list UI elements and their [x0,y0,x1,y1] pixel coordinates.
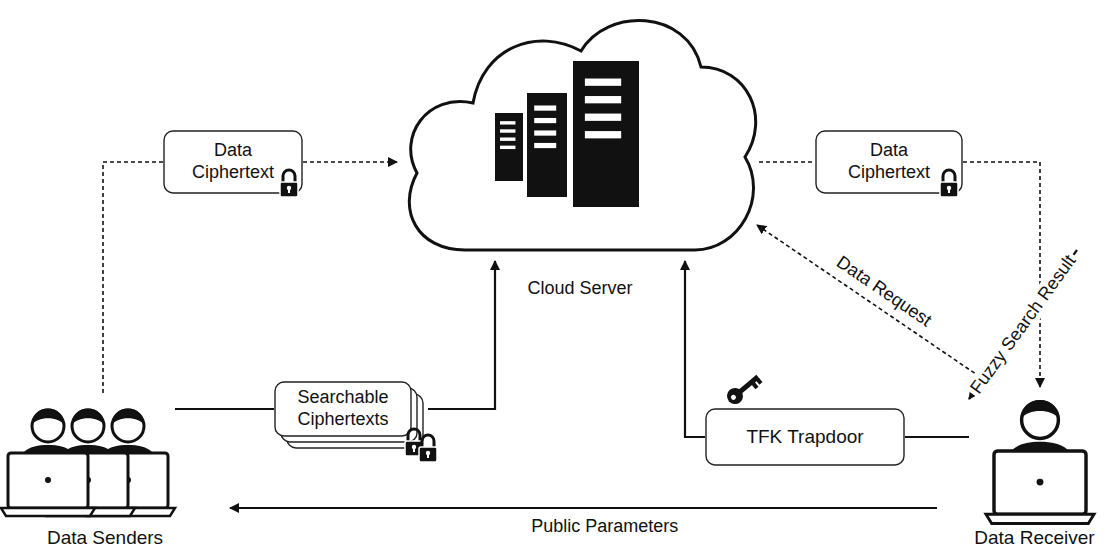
node-text: Cloud Server [527,278,632,300]
ciphertext-box: Data Ciphertext [163,130,303,194]
edge-label: Public Parameters [528,516,681,537]
node-text: Searchable Ciphertexts [284,387,402,430]
edge-label: Data Request [830,250,938,332]
trapdoor-box: TFK Trapdoor [705,408,905,466]
dashed-connector [759,161,815,163]
edge-label: Fuzzy Search Result [964,249,1082,400]
connector [905,436,969,438]
node-text: Data Senders [47,527,163,550]
lock-icon [280,170,298,197]
connector [428,261,495,409]
node-text: Data Receiver [974,527,1094,550]
dashed-connector [757,225,992,385]
node-text: TFK Trapdoor [746,426,863,449]
searchable-ciphertexts-box: Searchable Ciphertexts [274,381,412,437]
receiver-figure [986,400,1094,524]
sender-figures [1,409,175,517]
connector [230,507,937,509]
data-receiver: Data Receiver [957,385,1112,550]
lock-icon [419,435,437,462]
dashed-connector [303,161,397,163]
cloud-server-outline [395,5,765,300]
node-text: Data Ciphertext [833,140,945,183]
lock-icon [940,170,958,197]
key-icon [724,371,763,408]
cloud-server: Cloud Server [395,5,765,300]
connector [685,261,705,437]
connector [175,408,274,410]
ciphertext-box: Data Ciphertext [815,130,963,194]
data-senders: Data Senders [5,395,205,550]
node-text: Data Ciphertext [177,140,289,183]
dashed-connector [103,162,163,393]
